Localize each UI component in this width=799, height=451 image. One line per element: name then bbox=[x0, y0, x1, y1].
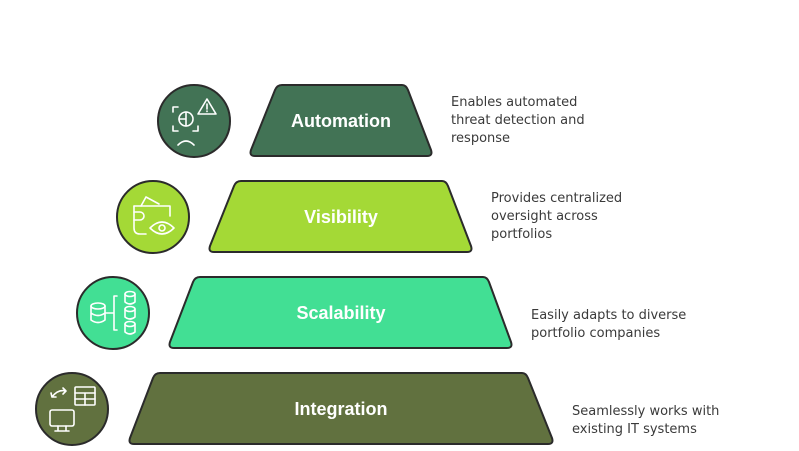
description-line: response bbox=[451, 131, 511, 146]
automation-trapezoid bbox=[249, 84, 433, 157]
description-line: Provides centralized bbox=[491, 191, 623, 206]
wallet-eye-icon bbox=[133, 196, 175, 235]
description-line: Seamlessly works with bbox=[572, 404, 720, 419]
level-visibility: Visibility bbox=[116, 180, 473, 254]
scalability-trapezoid bbox=[168, 276, 513, 349]
visibility-icon-circle bbox=[116, 180, 190, 254]
integration-description: Seamlessly works with existing IT system… bbox=[572, 403, 719, 439]
visibility-label: Visibility bbox=[304, 207, 378, 227]
system-integration-icon bbox=[49, 386, 96, 432]
level-automation: Automation bbox=[157, 84, 433, 158]
level-integration: Integration bbox=[35, 372, 554, 446]
automation-description: Enables automated threat detection and r… bbox=[451, 94, 585, 148]
integration-trapezoid bbox=[128, 372, 554, 445]
integration-icon-circle bbox=[35, 372, 109, 446]
description-line: Easily adapts to diverse bbox=[531, 308, 687, 323]
description-line: Enables automated bbox=[451, 95, 578, 110]
visibility-description: Provides centralized oversight across po… bbox=[491, 190, 622, 244]
description-line: oversight across bbox=[491, 209, 598, 224]
database-scale-icon bbox=[90, 290, 136, 335]
description-line: portfolio companies bbox=[531, 326, 661, 341]
integration-label: Integration bbox=[295, 399, 388, 419]
scalability-description: Easily adapts to diverse portfolio compa… bbox=[531, 307, 686, 343]
automation-label: Automation bbox=[291, 111, 391, 131]
description-line: portfolios bbox=[491, 227, 553, 242]
scalability-label: Scalability bbox=[296, 303, 385, 323]
visibility-trapezoid bbox=[208, 180, 473, 253]
description-line: existing IT systems bbox=[572, 422, 697, 437]
threat-detection-icon bbox=[172, 98, 217, 146]
automation-icon-circle bbox=[157, 84, 231, 158]
level-scalability: Scalability bbox=[76, 276, 513, 350]
description-line: threat detection and bbox=[451, 113, 585, 128]
